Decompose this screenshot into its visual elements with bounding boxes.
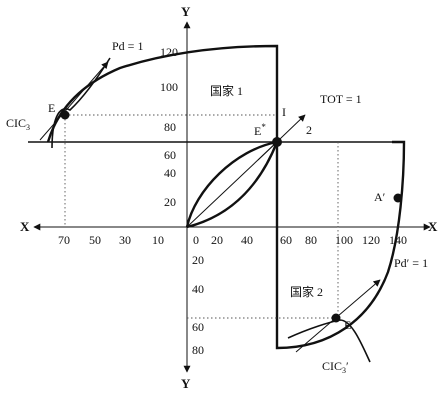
label-pd: Pd = 1 <box>112 39 143 53</box>
cic3-prime-curve <box>287 319 371 363</box>
y-axis-label-top: Y <box>181 4 191 19</box>
offer-curve-lower <box>186 141 279 229</box>
label-e-prime: E′ <box>344 318 354 332</box>
tick-x-right-40: 40 <box>241 233 253 247</box>
tick-x-right-80: 80 <box>305 233 317 247</box>
label-e: E <box>48 101 55 115</box>
tick-y-up-120: 120 <box>160 45 178 59</box>
tick-y-down-20: 20 <box>192 253 204 267</box>
tick-y-up-60: 60 <box>164 148 176 162</box>
tick-x-right-0: 0 <box>193 233 199 247</box>
x-axis-label-right: X <box>428 219 438 234</box>
tick-x-right-60: 60 <box>280 233 292 247</box>
tick-y-up-20: 20 <box>164 195 176 209</box>
point-e <box>60 110 70 120</box>
label-i: I <box>282 105 286 119</box>
cic3-curve <box>51 57 111 149</box>
tick-x-left-50: 50 <box>89 233 101 247</box>
country1-frontier <box>46 44 279 143</box>
tick-x-right-100: 100 <box>335 233 353 247</box>
tick-y-up-100: 100 <box>160 80 178 94</box>
y-axis-label-bottom: Y <box>181 376 191 391</box>
pd-tangent-line <box>39 61 109 141</box>
point-a-prime <box>393 193 403 203</box>
tick-x-right-120: 120 <box>362 233 380 247</box>
tick-y-down-40: 40 <box>192 282 204 296</box>
tick-y-down-80: 80 <box>192 343 204 357</box>
x-axis-label-left: X <box>20 219 30 234</box>
country2-frontier <box>275 140 406 350</box>
label-cic3-prime: CIC3′ <box>322 359 349 375</box>
tick-x-right-140: 140 <box>389 233 407 247</box>
tick-y-down-60: 60 <box>192 320 204 334</box>
tot-line <box>257 114 306 161</box>
offer-curve-upper <box>185 140 278 228</box>
tick-y-up-80: 80 <box>164 120 176 134</box>
label-country2: 国家 2 <box>290 284 323 299</box>
tick-y-up-40: 40 <box>164 166 176 180</box>
tick-x-right-20: 20 <box>211 233 223 247</box>
label-e-star: E* <box>254 122 266 138</box>
tick-x-left-70: 70 <box>58 233 70 247</box>
label-country1: 国家 1 <box>210 83 243 98</box>
point-e-star <box>272 137 282 147</box>
label-pd-prime: Pd′ = 1 <box>394 256 428 270</box>
label-a-prime: A′ <box>374 190 386 204</box>
label-tot: TOT = 1 <box>320 92 362 106</box>
label-two: 2 <box>306 123 312 137</box>
tick-x-left-10: 10 <box>152 233 164 247</box>
point-e-prime <box>331 313 341 323</box>
tick-x-left-30: 30 <box>119 233 131 247</box>
label-cic3: CIC3 <box>6 116 30 132</box>
